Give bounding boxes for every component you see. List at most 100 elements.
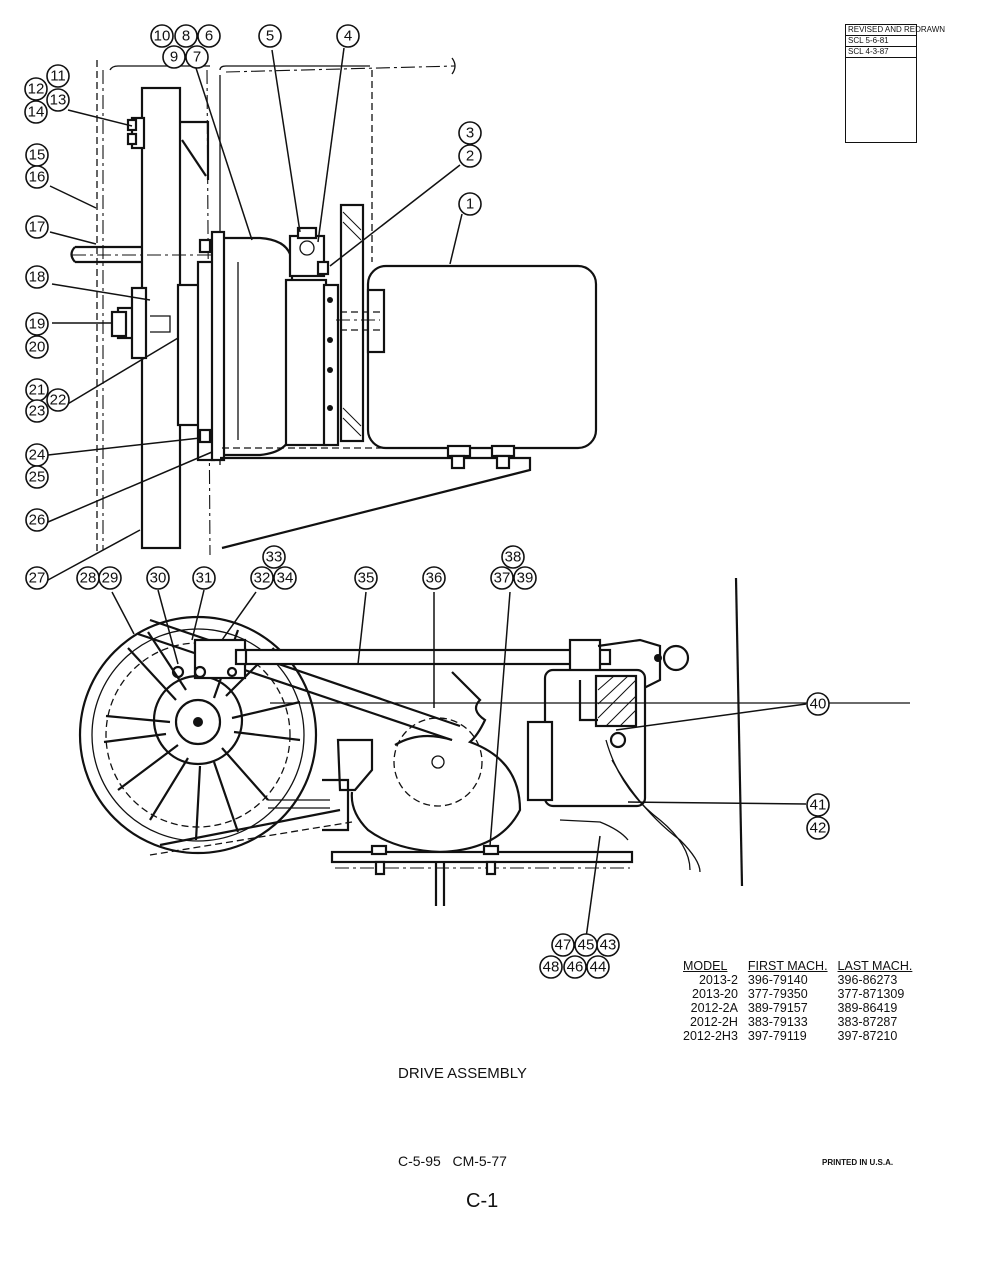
svg-text:22: 22 bbox=[50, 392, 67, 409]
page-number: C-1 bbox=[466, 1190, 499, 1212]
col-last-mach: LAST MACH. bbox=[837, 959, 913, 973]
revision-box: REVISED AND REDRAWN SCL 5-6-81 SCL 4-3-8… bbox=[845, 24, 946, 143]
last-mach-cell: 383-87287 bbox=[837, 1015, 898, 1029]
svg-text:31: 31 bbox=[196, 570, 213, 587]
lower-end-view bbox=[78, 577, 910, 906]
svg-text:19: 19 bbox=[29, 316, 46, 333]
callout-24: 24 bbox=[25, 443, 49, 467]
callout-6: 6 bbox=[197, 24, 221, 48]
last-mach-cell: 396-86273 bbox=[837, 973, 898, 987]
svg-text:33: 33 bbox=[266, 549, 283, 566]
svg-text:21: 21 bbox=[29, 382, 46, 399]
svg-text:6: 6 bbox=[205, 28, 213, 45]
callout-bubbles: 1 2 3 4 5 6 7 8 9 10 11 12 13 14 15 16 1… bbox=[24, 24, 830, 979]
callout-10: 10 bbox=[150, 24, 174, 48]
svg-text:39: 39 bbox=[517, 570, 534, 587]
svg-text:38: 38 bbox=[505, 549, 522, 566]
document-codes: C-5-95 CM-5-77 bbox=[398, 1153, 507, 1169]
callout-33: 33 bbox=[262, 545, 286, 569]
model-table-header: MODEL FIRST MACH. LAST MACH. bbox=[678, 959, 917, 973]
model-serial-table: MODEL FIRST MACH. LAST MACH. 2013-2 396-… bbox=[678, 959, 917, 1043]
table-row: 2012-2A 389-79157 389-86419 bbox=[678, 1001, 917, 1015]
svg-text:1: 1 bbox=[466, 196, 474, 213]
callout-4: 4 bbox=[336, 24, 360, 48]
first-mach-cell: 377-79350 bbox=[747, 987, 808, 1001]
callout-13: 13 bbox=[46, 88, 70, 112]
svg-text:42: 42 bbox=[810, 820, 827, 837]
svg-text:17: 17 bbox=[29, 219, 46, 236]
callout-29: 29 bbox=[98, 566, 122, 590]
svg-text:12: 12 bbox=[28, 81, 45, 98]
callout-27: 27 bbox=[25, 566, 49, 590]
svg-text:10: 10 bbox=[154, 28, 171, 45]
svg-text:29: 29 bbox=[102, 570, 119, 587]
first-mach-cell: 397-79119 bbox=[747, 1029, 807, 1043]
callout-17: 17 bbox=[25, 215, 49, 239]
callout-42: 42 bbox=[806, 816, 830, 840]
callout-43: 43 bbox=[596, 933, 620, 957]
model-cell: 2013-20 bbox=[692, 987, 738, 1001]
svg-text:7: 7 bbox=[193, 49, 201, 66]
last-mach-cell: 389-86419 bbox=[837, 1001, 898, 1015]
model-cell: 2012-2H bbox=[689, 1015, 738, 1029]
svg-text:9: 9 bbox=[170, 49, 178, 66]
callout-39: 39 bbox=[513, 566, 537, 590]
col-model: MODEL bbox=[683, 959, 728, 973]
callout-45: 45 bbox=[574, 933, 598, 957]
first-mach-cell: 389-79157 bbox=[747, 1001, 808, 1015]
col-first-mach: FIRST MACH. bbox=[747, 959, 828, 973]
svg-text:30: 30 bbox=[150, 570, 167, 587]
callout-20: 20 bbox=[25, 335, 49, 359]
callout-9: 9 bbox=[162, 45, 186, 69]
svg-text:37: 37 bbox=[494, 570, 511, 587]
printed-in-usa: PRINTED IN U.S.A. bbox=[822, 1158, 894, 1167]
callout-41: 41 bbox=[806, 793, 830, 817]
svg-text:28: 28 bbox=[80, 570, 97, 587]
svg-text:45: 45 bbox=[578, 937, 595, 954]
callout-22: 22 bbox=[46, 388, 70, 412]
svg-text:20: 20 bbox=[29, 339, 46, 356]
svg-text:14: 14 bbox=[28, 104, 45, 121]
table-row: 2013-2 396-79140 396-86273 bbox=[678, 973, 917, 987]
callout-26: 26 bbox=[25, 508, 49, 532]
svg-text:18: 18 bbox=[29, 269, 46, 286]
revision-entry-1: SCL 5-6-81 bbox=[846, 36, 916, 47]
callout-18: 18 bbox=[25, 265, 49, 289]
svg-text:34: 34 bbox=[277, 570, 294, 587]
callout-15: 15 bbox=[25, 143, 49, 167]
svg-text:23: 23 bbox=[29, 403, 46, 420]
svg-text:25: 25 bbox=[29, 469, 46, 486]
svg-text:13: 13 bbox=[50, 92, 67, 109]
model-cell: 2012-2A bbox=[690, 1001, 738, 1015]
revision-entry-2: SCL 4-3-87 bbox=[846, 47, 916, 58]
svg-text:43: 43 bbox=[600, 937, 617, 954]
callout-38: 38 bbox=[501, 545, 525, 569]
model-cell: 2013-2 bbox=[698, 973, 738, 987]
callout-5: 5 bbox=[258, 24, 282, 48]
callout-7: 7 bbox=[185, 45, 209, 69]
revision-title: REVISED AND REDRAWN bbox=[846, 25, 946, 36]
callout-19: 19 bbox=[25, 312, 49, 336]
callout-36: 36 bbox=[422, 566, 446, 590]
callout-34: 34 bbox=[273, 566, 297, 590]
callout-30: 30 bbox=[146, 566, 170, 590]
first-mach-cell: 396-79140 bbox=[747, 973, 808, 987]
leader-lines bbox=[47, 47, 807, 939]
svg-text:46: 46 bbox=[567, 959, 584, 976]
last-mach-cell: 397-87210 bbox=[837, 1029, 898, 1043]
drawing-title: DRIVE ASSEMBLY bbox=[398, 1065, 527, 1082]
upper-side-view bbox=[70, 57, 598, 556]
callout-16: 16 bbox=[25, 165, 49, 189]
callout-3: 3 bbox=[458, 121, 482, 145]
table-row: 2012-2H 383-79133 383-87287 bbox=[678, 1015, 917, 1029]
svg-text:4: 4 bbox=[344, 28, 352, 45]
first-mach-cell: 383-79133 bbox=[747, 1015, 808, 1029]
svg-text:36: 36 bbox=[426, 570, 443, 587]
callout-32: 32 bbox=[250, 566, 274, 590]
svg-text:24: 24 bbox=[29, 447, 46, 464]
svg-text:41: 41 bbox=[810, 797, 827, 814]
svg-text:2: 2 bbox=[466, 148, 474, 165]
svg-text:3: 3 bbox=[466, 125, 474, 142]
svg-text:5: 5 bbox=[266, 28, 274, 45]
